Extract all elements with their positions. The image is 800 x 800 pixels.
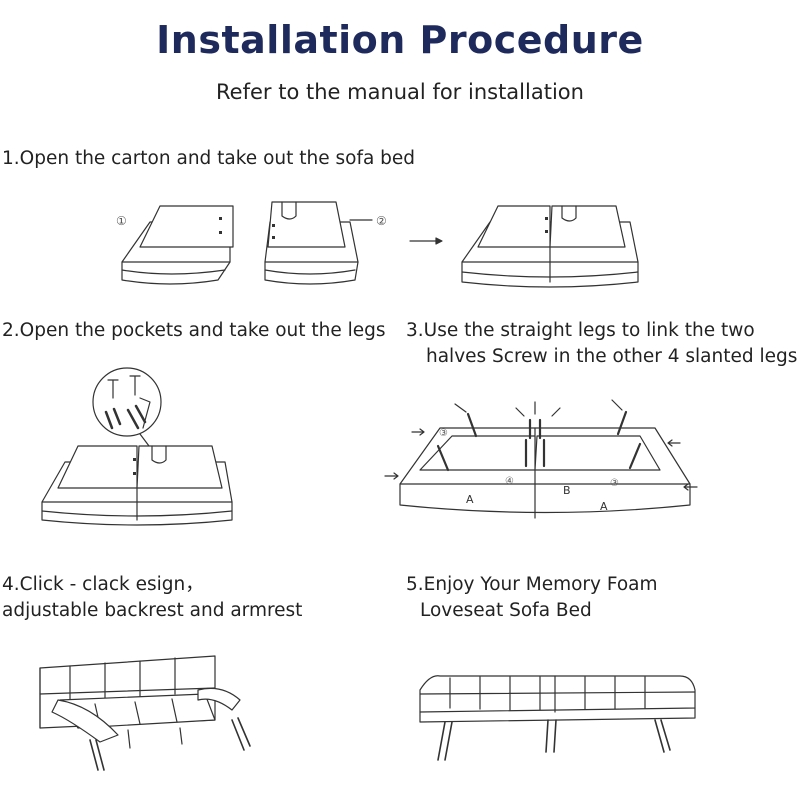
- step-1-line-1: 1.Open the carton and take out the sofa …: [2, 148, 416, 169]
- step-5-line-2: Loveseat Sofa Bed: [420, 600, 592, 621]
- page-subtitle: Refer to the manual for installation: [216, 80, 584, 104]
- step-5-sofa-bed-illustration: [419, 675, 696, 761]
- step-3-text: 3.Use the straight legs to link the two …: [406, 318, 797, 370]
- step-4-sofa-illustration: [39, 655, 251, 771]
- step-3-line-1: 3.Use the straight legs to link the two: [406, 320, 755, 341]
- part-b-label: B: [563, 484, 571, 497]
- step-4-text: 4.Click - clack esign， adjustable backre…: [2, 572, 302, 624]
- step-4-line-1: 4.Click - clack esign，: [2, 574, 204, 595]
- step-2-sofa-bed: [41, 445, 233, 526]
- part-a-label-right: A: [600, 500, 608, 513]
- circle-3-label-b: ③: [610, 478, 619, 489]
- step-3-line-2: halves Screw in the other 4 slanted legs: [426, 346, 798, 367]
- step-4-line-2: adjustable backrest and armrest: [2, 600, 303, 621]
- step-1-folded-half-right: [264, 201, 359, 285]
- part-a-label-left: A: [466, 493, 474, 506]
- circle-2-label: ②: [376, 214, 387, 228]
- step-1-arrow: [409, 237, 443, 245]
- step-2-text: 2.Open the pockets and take out the legs: [2, 318, 386, 344]
- step-1-joined-sofa-bed: [461, 205, 639, 288]
- step-5-line-1: 5.Enjoy Your Memory Foam: [406, 574, 658, 595]
- step-1-folded-half-left: [121, 205, 234, 285]
- circle-1-label: ①: [116, 214, 127, 228]
- legs-bundle-icon: [92, 367, 162, 437]
- step-1-text: 1.Open the carton and take out the sofa …: [2, 146, 415, 172]
- step-5-text: 5.Enjoy Your Memory Foam Loveseat Sofa B…: [406, 572, 658, 624]
- step-3-assembly-diagram: [384, 399, 698, 519]
- circle-4-label: ④: [505, 476, 514, 487]
- circle-3-label-a: ③: [439, 428, 448, 439]
- page-title: Installation Procedure: [156, 18, 644, 62]
- step-2-line-1: 2.Open the pockets and take out the legs: [2, 320, 386, 341]
